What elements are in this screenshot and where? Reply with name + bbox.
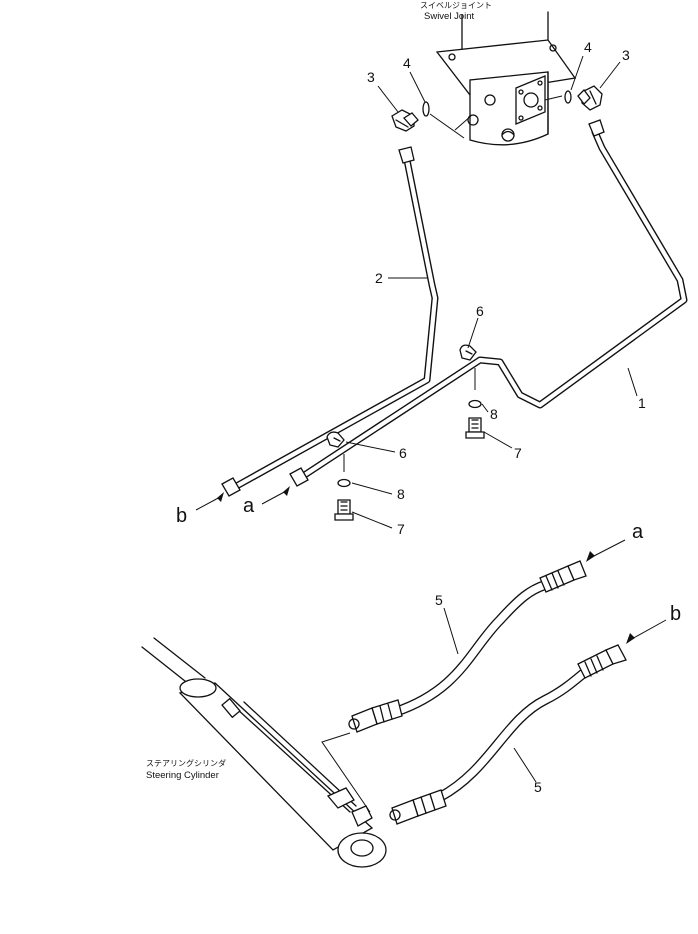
callout-5-lower: 5: [534, 779, 542, 795]
callout-leaders: [345, 55, 638, 783]
callout-4-left: 4: [403, 55, 411, 71]
callout-2: 2: [375, 270, 383, 286]
washer-upper: [468, 399, 482, 409]
callout-8-upper: 8: [490, 406, 498, 422]
clamp-lower: [326, 431, 345, 448]
hose-routing-guide: [321, 732, 371, 813]
hose-5-upper: [348, 560, 587, 733]
steering-cylinder-label-jp: ステアリングシリンダ: [146, 758, 226, 768]
elbow-fitting-left: [391, 109, 419, 132]
o-ring-left: [422, 101, 430, 117]
tube-1: [296, 119, 688, 482]
bolt-upper: [465, 417, 485, 439]
fitting-guide-left: [429, 113, 472, 139]
callout-5-upper: 5: [435, 592, 443, 608]
swivel-joint-label: スイベルジョイント Swivel Joint: [420, 1, 492, 22]
callout-3-right: 3: [622, 47, 630, 63]
callout-7-lower: 7: [397, 521, 405, 537]
hose-5-lower: [389, 644, 627, 825]
connection-b-top: b: [176, 505, 187, 527]
swivel-joint-label-en: Swivel Joint: [424, 11, 475, 22]
callout-6-lower: 6: [399, 445, 407, 461]
swivel-joint-label-jp: スイベルジョイント: [420, 1, 492, 10]
elbow-fitting-right: [577, 85, 603, 111]
callout-3-left: 3: [367, 69, 375, 85]
tube-2: [229, 146, 439, 492]
clamp-upper: [459, 344, 477, 361]
callout-6-upper: 6: [476, 303, 484, 319]
o-ring-right: [564, 90, 572, 104]
steering-cylinder-label: ステアリングシリンダ Steering Cylinder: [146, 758, 226, 781]
fitting-guide-right: [544, 95, 563, 101]
connection-letters: b a a b: [176, 495, 681, 625]
connection-b-bottom: b: [670, 603, 681, 625]
callout-8-lower: 8: [397, 486, 405, 502]
callout-1: 1: [638, 395, 646, 411]
arrows: [195, 486, 667, 644]
connection-a-top: a: [243, 495, 255, 517]
steering-cylinder: [141, 637, 387, 868]
tube-end-nut-b: [221, 477, 241, 497]
tube-end-nut-a: [289, 467, 309, 487]
connection-a-bottom: a: [632, 521, 644, 543]
callout-7-upper: 7: [514, 445, 522, 461]
callout-numbers: 3 4 4 3 2 1 6 8 7 6 8 7 5 5: [367, 39, 646, 795]
bolt-lower: [334, 499, 354, 521]
washer-lower: [337, 478, 351, 488]
callout-4-right: 4: [584, 39, 592, 55]
swivel-joint: [435, 11, 577, 146]
steering-cylinder-label-en: Steering Cylinder: [146, 770, 219, 781]
